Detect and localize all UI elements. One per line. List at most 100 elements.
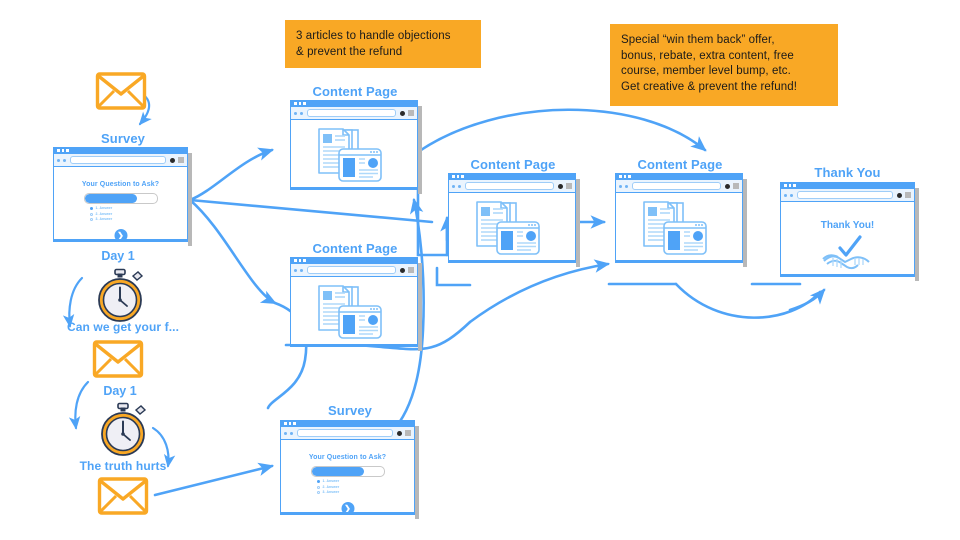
arrow-survey1-to-content3 [188,198,434,224]
survey-option[interactable]: 2. Answer [89,212,152,218]
survey-option-label: 1. Answer [95,206,113,211]
arrow-envelope-to-stopwatch1 [62,276,84,328]
survey-progress-bar[interactable] [83,193,158,204]
record-dot-icon[interactable] [725,183,730,189]
browser-window-content-4[interactable] [615,173,747,267]
url-bar[interactable] [797,191,893,199]
window-dots [452,175,464,178]
radio-icon[interactable] [316,485,320,489]
browser-toolbar[interactable] [291,107,417,120]
window-frame: Thank You! [780,182,915,277]
hamburger-menu-icon[interactable] [405,430,411,436]
browser-window-content-3[interactable] [448,173,580,267]
window-dots [57,149,69,152]
forward-dot-icon[interactable] [290,431,293,435]
record-dot-icon[interactable] [897,192,902,198]
hamburger-menu-icon[interactable] [566,183,572,189]
browser-toolbar[interactable] [54,154,187,167]
survey-option[interactable]: 1. Answer [316,479,379,485]
survey-next-button[interactable]: ❯ [341,502,354,514]
back-dot-icon[interactable] [57,158,60,162]
hamburger-menu-icon[interactable] [733,183,739,189]
back-dot-icon[interactable] [784,193,787,197]
record-dot-icon[interactable] [400,267,405,273]
node-title-survey-2: Survey [328,403,372,418]
radio-icon[interactable] [316,480,320,484]
stopwatch-icon [98,268,144,322]
url-bar[interactable] [297,429,393,437]
survey-option[interactable]: 1. Answer [89,206,152,212]
browser-toolbar[interactable] [449,180,575,193]
forward-dot-icon[interactable] [63,158,66,162]
arrow-content1-rail [416,188,449,257]
window-body [616,193,742,262]
back-dot-icon[interactable] [619,184,622,188]
window-body: Thank You! [781,202,914,276]
radio-icon[interactable] [89,212,93,216]
window-shadow [915,188,919,281]
url-bar[interactable] [307,266,396,274]
forward-dot-icon[interactable] [625,184,628,188]
record-dot-icon[interactable] [400,110,405,116]
survey-option-label: 2. Answer [322,484,340,489]
window-shadow [188,153,192,246]
hamburger-menu-icon[interactable] [178,157,184,163]
window-frame: Your Question to Ask? 1. Answer 2. Answe… [53,147,188,242]
radio-icon[interactable] [89,218,93,222]
browser-window-survey-1[interactable]: Your Question to Ask? 1. Answer 2. Answe… [53,147,192,246]
hamburger-menu-icon[interactable] [905,192,911,198]
window-body [449,193,575,262]
url-bar[interactable] [632,182,721,190]
label-can-we-get-your-f: Can we get your f... [66,320,179,334]
browser-toolbar[interactable] [781,189,914,202]
window-footer-bar [290,344,418,347]
forward-dot-icon[interactable] [790,193,793,197]
window-footer-bar [280,512,415,515]
browser-window-survey-2[interactable]: Your Question to Ask? 1. Answer 2. Answe… [280,420,419,519]
survey-progress-bar[interactable] [310,466,385,477]
window-dots [294,259,306,262]
record-dot-icon[interactable] [397,430,402,436]
radio-icon[interactable] [316,491,320,495]
url-bar[interactable] [465,182,554,190]
browser-toolbar[interactable] [616,180,742,193]
window-footer-bar [290,187,418,190]
browser-window-content-1[interactable] [290,100,422,194]
forward-dot-icon[interactable] [300,111,303,115]
record-dot-icon[interactable] [170,157,175,163]
back-dot-icon[interactable] [294,268,297,272]
survey-next-button[interactable]: ❯ [114,229,127,241]
browser-toolbar[interactable] [291,264,417,277]
browser-window-content-2[interactable] [290,257,422,351]
back-dot-icon[interactable] [284,431,287,435]
window-titlebar [281,420,414,427]
back-dot-icon[interactable] [452,184,455,188]
forward-dot-icon[interactable] [458,184,461,188]
window-titlebar [291,257,417,264]
label-day-1-b: Day 1 [103,384,137,398]
survey-option-label: 1. Answer [322,479,340,484]
survey-option[interactable]: 2. Answer [316,484,379,491]
browser-window-thank-you[interactable]: Thank You! [780,182,919,281]
envelope-icon [92,340,144,378]
node-title-content-4: Content Page [637,157,723,172]
survey-option[interactable]: 3. Answer [89,217,152,223]
url-bar[interactable] [70,156,166,164]
back-dot-icon[interactable] [294,111,297,115]
survey-option[interactable]: 3. Answer [316,490,379,496]
window-shadow [418,106,422,194]
radio-icon[interactable] [89,207,93,211]
record-dot-icon[interactable] [558,183,563,189]
window-titlebar [54,147,187,154]
document-stack-icon [643,200,707,255]
hamburger-menu-icon[interactable] [408,267,414,273]
browser-toolbar[interactable] [281,427,414,440]
url-bar[interactable] [307,109,396,117]
window-shadow [743,179,747,267]
node-title-thank-you: Thank You [814,165,881,180]
window-titlebar [449,173,575,180]
window-footer-bar [448,260,576,263]
window-body [291,120,417,189]
hamburger-menu-icon[interactable] [408,110,414,116]
forward-dot-icon[interactable] [300,268,303,272]
